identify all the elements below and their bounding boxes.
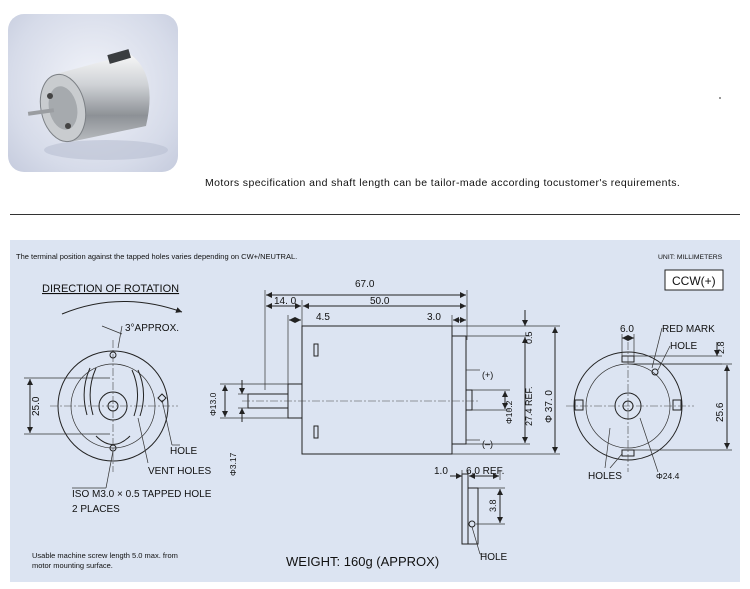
dim-0-5: 0.5 xyxy=(524,331,534,344)
direction-badge-box xyxy=(664,269,724,291)
terminal-hole xyxy=(468,520,476,528)
rear-view: 6.0 RED MARK HOLE 2.8 25.6 HOLES Φ24.4 xyxy=(566,324,732,482)
direction-of-rotation-title: DIRECTION OF ROTATION xyxy=(42,283,179,295)
direction-badge: CCW(+) xyxy=(672,274,716,288)
dim-front-25: 25.0 xyxy=(31,396,42,416)
label-terminal-hole: HOLE xyxy=(480,552,508,563)
dim-ref-6-0: 6.0 REF. xyxy=(466,466,504,477)
dim-ref-27-4: 27.4 REF. xyxy=(524,386,534,426)
label-red-mark: RED MARK xyxy=(662,324,715,335)
stray-dot xyxy=(719,97,721,99)
dim-1-0: 1.0 xyxy=(434,466,448,477)
red-mark xyxy=(651,368,659,376)
note-terminal-position: The terminal position against the tapped… xyxy=(16,252,297,261)
dim-rear-25-6: 25.6 xyxy=(715,402,726,422)
front-view: DIRECTION OF ROTATION 3°APPROX. 25.0 xyxy=(24,283,212,570)
label-vent-holes: VENT HOLES xyxy=(148,466,211,477)
dim-boss-dia-13: Φ13.0 xyxy=(208,392,218,416)
dim-boss-dia-10-2: Φ10.2 xyxy=(504,400,514,424)
approx-angle: 3°APPROX. xyxy=(125,323,179,334)
label-plus-terminal: (+) xyxy=(482,370,493,380)
dim-3-8: 3.8 xyxy=(488,499,498,512)
front-hole-mark xyxy=(157,393,167,403)
label-holes-rear: HOLES xyxy=(588,471,622,482)
rear-cap xyxy=(451,335,467,445)
dim-rear-6: 6.0 xyxy=(620,324,634,335)
dim-length-67: 67.0 xyxy=(355,279,375,290)
screw-note-line-2: motor mounting surface. xyxy=(32,561,113,570)
tagline: Motors specification and shaft length ca… xyxy=(205,177,681,189)
label-two-places: 2 PLACES xyxy=(72,504,120,515)
dim-body-dia-37: Φ 37. 0 xyxy=(544,390,555,423)
dim-shaft-14: 14. 0 xyxy=(274,296,297,307)
motor-photo xyxy=(8,14,178,172)
label-hole-front: HOLE xyxy=(170,446,198,457)
label-tapped-holes: ISO M3.0 × 0.5 TAPPED HOLE xyxy=(72,489,212,500)
label-hole-rear: HOLE xyxy=(670,341,698,352)
dim-rear-3: 3.0 xyxy=(427,312,441,323)
screw-note-line-1: Usable machine screw length 5.0 max. fro… xyxy=(32,551,178,560)
dim-shaft-dia-3-17: Φ3.17 xyxy=(228,452,238,476)
dim-rear-dia-24-4: Φ24.4 xyxy=(656,471,680,481)
dim-boss-4-5: 4.5 xyxy=(316,312,330,323)
motor-photo-art xyxy=(27,49,168,160)
technical-drawing: The terminal position against the tapped… xyxy=(16,252,732,570)
technical-drawing-panel: The terminal position against the tapped… xyxy=(10,240,740,582)
terminal-tab xyxy=(461,473,469,545)
weight-label: WEIGHT: 160g (APPROX) xyxy=(286,554,439,569)
motor-body xyxy=(301,325,453,455)
dim-rear-2-8: 2.8 xyxy=(716,341,726,354)
divider xyxy=(10,214,740,215)
rotation-arrow xyxy=(61,301,183,315)
dim-body-50: 50.0 xyxy=(370,296,390,307)
side-view: 67.0 14. 0 50.0 4.5 3.0 Φ13.0 xyxy=(208,279,560,569)
unit-label: UNIT: MILLIMETERS xyxy=(658,254,723,261)
